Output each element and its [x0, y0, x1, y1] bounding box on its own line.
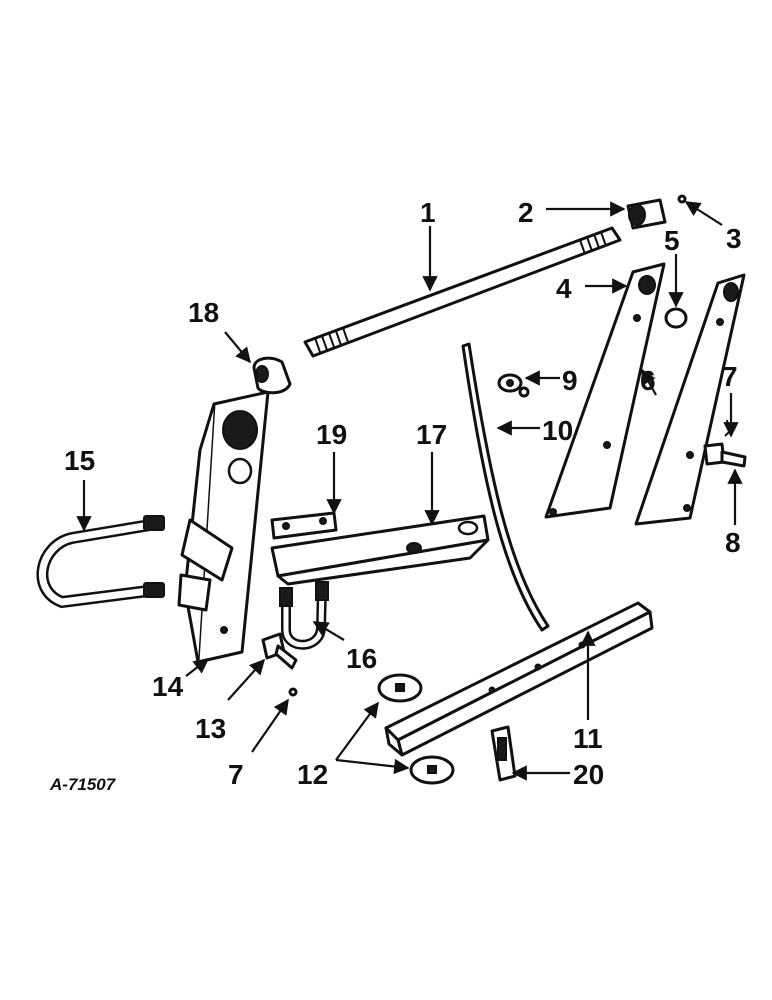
part-18-bushing [252, 356, 292, 395]
callout-8: 8 [725, 527, 741, 558]
part-10-rod [461, 342, 550, 632]
part-5-bushing [664, 307, 688, 329]
part-11-bar [384, 601, 654, 757]
callout-19: 19 [316, 419, 347, 450]
callout-7-lower: 7 [228, 759, 244, 790]
callout-18: 18 [188, 297, 219, 328]
part-12-washers [377, 673, 455, 785]
part-6-plate [634, 273, 746, 526]
callout-13: 13 [195, 713, 226, 744]
part-7-cotter-pin-upper [724, 419, 731, 437]
callout-6: 6 [640, 365, 656, 396]
callout-12: 12 [297, 759, 328, 790]
callout-20: 20 [573, 759, 604, 790]
part-16-u-bolt [279, 581, 329, 650]
part-9-clamp [497, 373, 530, 398]
part-1-threaded-rod [303, 226, 622, 358]
part-7-pin-lower [288, 687, 298, 697]
callout-7-upper: 7 [722, 361, 738, 392]
callout-2: 2 [518, 197, 534, 228]
callout-labels: 1 2 3 4 5 6 7 8 9 10 11 12 13 14 15 16 1… [64, 197, 742, 790]
callout-1: 1 [420, 197, 436, 228]
callout-5: 5 [664, 225, 680, 256]
callout-10: 10 [542, 415, 573, 446]
drawing-code: A-71507 [49, 775, 117, 794]
part-3-pin [677, 194, 687, 204]
callout-17: 17 [416, 419, 447, 450]
callout-3: 3 [726, 223, 742, 254]
leader-lines [76, 201, 743, 781]
callout-16: 16 [346, 643, 377, 674]
part-17-channel-bracket [270, 514, 490, 586]
callout-15: 15 [64, 445, 95, 476]
part-4-plate [544, 262, 666, 519]
part-13-bolt [261, 632, 298, 670]
part-8-bolt [703, 442, 747, 468]
part-2-collar [626, 198, 667, 230]
callout-11: 11 [573, 723, 603, 754]
callout-9: 9 [562, 365, 578, 396]
callout-14: 14 [152, 671, 184, 702]
part-20-clip [490, 725, 517, 782]
part-15-u-bolt [36, 515, 165, 609]
part-19-plate [270, 511, 338, 540]
callout-4: 4 [556, 273, 572, 304]
part-14-bracket [177, 390, 270, 664]
